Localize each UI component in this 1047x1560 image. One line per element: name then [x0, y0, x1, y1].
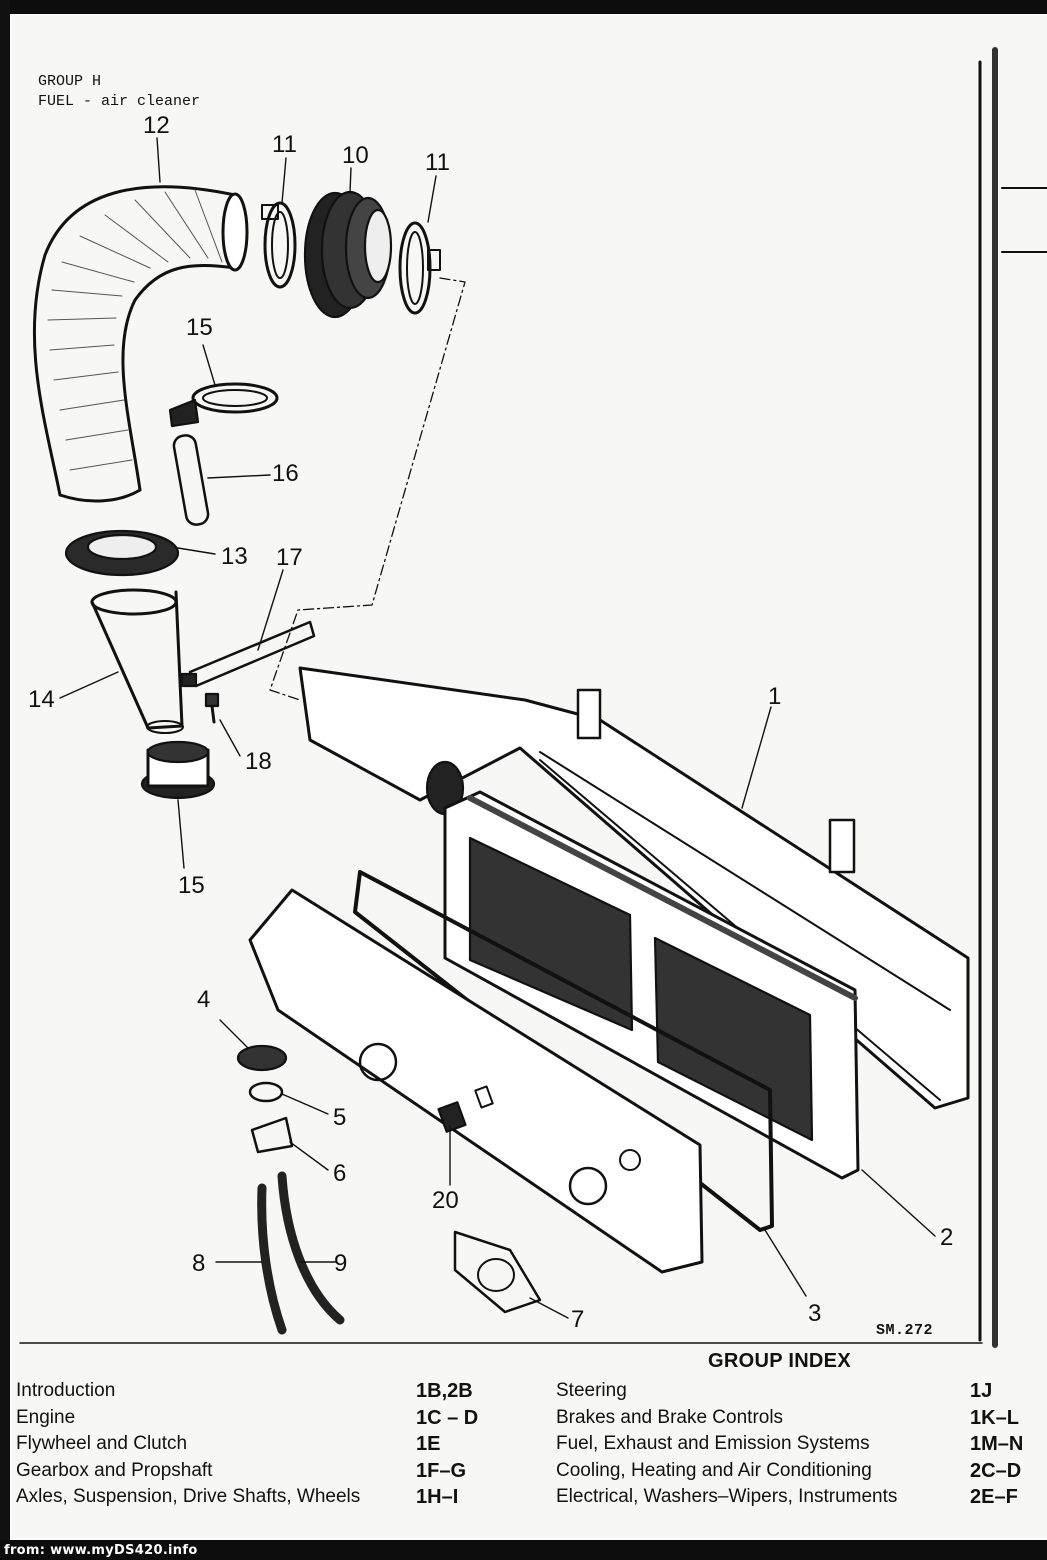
index-entry-code: 1H–I — [416, 1486, 459, 1508]
callout-11-left: 11 — [272, 131, 297, 158]
part-6-clip — [250, 1116, 294, 1154]
group-index-left-labels: Introduction Engine Flywheel and Clutch … — [16, 1380, 360, 1513]
part-1-cleaner-housing-top — [298, 666, 970, 1110]
part-11-hose-clip-left — [261, 201, 297, 289]
scan-border-left — [0, 0, 10, 1560]
callout-16: 15 — [186, 314, 213, 341]
part-8-9-tubes — [257, 1171, 345, 1335]
index-entry-label[interactable]: Axles, Suspension, Drive Shafts, Wheels — [16, 1486, 361, 1507]
index-entry-label[interactable]: Steering — [556, 1380, 627, 1401]
callout-8: 8 — [192, 1250, 206, 1277]
source-watermark: from: www.myDS420.info — [4, 1543, 198, 1558]
part-7-flange-gasket — [453, 1230, 542, 1314]
callout-4: 4 — [197, 986, 211, 1013]
index-entry-code: 1B,2B — [416, 1380, 473, 1402]
callout-10: 10 — [342, 142, 369, 169]
index-entry-label[interactable]: Engine — [16, 1406, 76, 1428]
part-5-washer — [248, 1081, 284, 1103]
page-header: GROUP H FUEL - air cleaner — [38, 72, 200, 112]
scan-border-bottom — [0, 1540, 1047, 1560]
callout-12: 12 — [143, 112, 170, 139]
part-11-hose-clip-right — [398, 221, 441, 315]
index-entry-label[interactable]: Brakes and Brake Controls — [556, 1406, 784, 1428]
index-entry-code: 2C–D — [970, 1459, 1022, 1482]
part-15-adaptor — [140, 740, 216, 800]
index-entry-code: 1M–N — [970, 1433, 1024, 1455]
index-entry-code: 1F–G — [416, 1459, 467, 1482]
group-label: GROUP H — [38, 73, 102, 90]
callout-11-right: 11 — [425, 149, 450, 176]
part-13-seal-ring — [64, 529, 180, 577]
group-index-right-codes: 1J 1K–L 1M–N 2C–D 2E–F — [970, 1380, 1023, 1513]
callout-6: 6 — [333, 1160, 347, 1187]
callout-9: 9 — [334, 1250, 348, 1277]
index-entry-code: 1E — [416, 1433, 441, 1455]
index-entry-code: 1J — [970, 1380, 993, 1402]
callout-1: 1 — [768, 683, 782, 710]
callout-19: 18 — [245, 748, 272, 775]
part-14-intake-cone — [90, 588, 184, 734]
callout-2: 2 — [940, 1224, 954, 1251]
assembly-alignment-line — [269, 277, 466, 701]
part-19-screw — [204, 692, 220, 724]
callout-15: 15 — [178, 872, 205, 899]
part-4-flap-valve — [236, 1044, 288, 1072]
callout-3: 3 — [808, 1300, 822, 1327]
callout-7: 7 — [571, 1306, 585, 1333]
group-index-left-codes: 1B,2B 1C – D 1E 1F–G 1H–I — [416, 1380, 478, 1513]
index-entry-code: 2E–F — [970, 1486, 1018, 1508]
index-entry-code: 1C – D — [416, 1406, 479, 1429]
part-3-gasket — [353, 870, 774, 1232]
part-10-rubber-bellows — [303, 190, 393, 319]
part-20-grommets — [437, 1085, 494, 1133]
callout-5: 5 — [333, 1104, 347, 1131]
callout-13: 13 — [221, 543, 248, 570]
index-entry-label[interactable]: Introduction — [16, 1380, 116, 1401]
section-title: FUEL - air cleaner — [38, 93, 201, 110]
index-entry-code: 1K–L — [970, 1406, 1019, 1429]
group-index-title: GROUP INDEX — [708, 1350, 851, 1372]
index-entry-label[interactable]: Electrical, Washers–Wipers, Instruments — [556, 1486, 898, 1507]
group-index-right-labels: Steering Brakes and Brake Controls Fuel,… — [556, 1380, 897, 1513]
index-entry-label[interactable]: Cooling, Heating and Air Conditioning — [556, 1459, 872, 1481]
index-entry-label[interactable]: Fuel, Exhaust and Emission Systems — [556, 1433, 870, 1454]
part-12-flexible-hose — [32, 185, 249, 503]
callout-18: 17 — [276, 544, 303, 571]
plate-reference-code: SM.272 — [876, 1322, 934, 1339]
callout-14: 14 — [28, 686, 55, 713]
part-16-bracket — [168, 382, 279, 428]
callout-20: 20 — [432, 1187, 459, 1214]
callout-17: 16 — [272, 460, 299, 487]
index-entry-label[interactable]: Gearbox and Propshaft — [16, 1459, 213, 1481]
scan-border-top — [0, 0, 1047, 14]
part-17-strap — [172, 434, 210, 526]
cleaner-housing-base — [248, 888, 704, 1274]
index-entry-label[interactable]: Flywheel and Clutch — [16, 1433, 188, 1454]
part-18-support-bar — [180, 620, 316, 688]
